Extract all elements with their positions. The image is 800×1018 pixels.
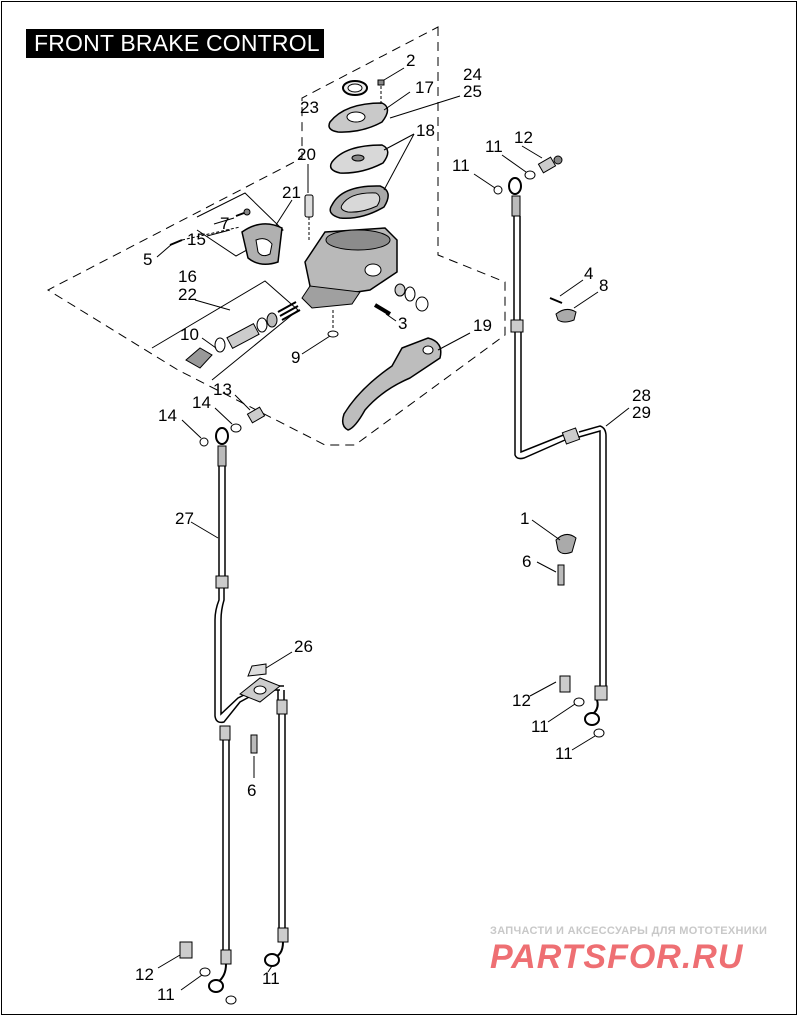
callout-20: 20: [297, 145, 316, 164]
part-6-bolt-right: [557, 564, 565, 586]
part-11-washer-right: [573, 697, 585, 707]
callout-22: 22: [178, 285, 197, 304]
part-19-lever: [341, 337, 442, 431]
part-11-washer-right2: [593, 728, 605, 738]
part-9-oring: [327, 310, 339, 338]
part-11-washer-top2: [493, 185, 503, 195]
callout-1: 1: [520, 509, 529, 528]
part-12-bolt-right: [559, 675, 571, 693]
part-11-washer-left2: [225, 995, 237, 1005]
callout-7: 7: [220, 214, 229, 233]
callout-11-left2: 11: [262, 969, 280, 988]
callout-12-top: 12: [514, 128, 533, 147]
callout-9: 9: [291, 348, 300, 367]
callout-15: 15: [187, 230, 206, 249]
watermark-brand: PARTSFOR.RU: [490, 938, 744, 976]
sub-boundary-15: [196, 192, 284, 257]
part-18-plate: [329, 144, 389, 174]
left-hose-assembly: [208, 427, 289, 993]
master-cylinder-body: [301, 227, 398, 309]
callout-11-left: 11: [157, 985, 175, 1004]
title-bar: FRONT BRAKE CONTROL: [26, 29, 324, 58]
part-14-washer2: [199, 437, 209, 447]
callout-21: 21: [282, 183, 301, 202]
callout-8: 8: [599, 276, 608, 295]
callout-10: 10: [180, 325, 199, 344]
part-17-cover: [328, 102, 389, 133]
callout-14: 14: [192, 393, 211, 412]
part-7-screw: [235, 208, 251, 217]
part-18-diaphragm: [329, 185, 389, 220]
callout-3: 3: [398, 314, 407, 333]
callout-11-top2: 11: [452, 156, 470, 175]
part-21-clamp: [241, 223, 283, 265]
leader-lines: [156, 67, 630, 991]
callout-12-left: 12: [135, 965, 154, 984]
part-12-bolt-left: [179, 941, 193, 959]
callout-6-left: 6: [247, 781, 256, 800]
assembly-dashed-boundary: [46, 26, 506, 446]
part-4-screw: [549, 297, 563, 304]
callout-5: 5: [143, 250, 152, 269]
callout-14b: 14: [158, 406, 177, 425]
callout-12-right: 12: [512, 691, 531, 710]
callout-19: 19: [473, 316, 492, 335]
part-13-bolt: [246, 406, 266, 424]
callout-13: 13: [213, 380, 232, 399]
callout-11-right2: 11: [555, 744, 573, 763]
part-11-washer-left: [199, 967, 211, 977]
part-20-pin: [304, 194, 314, 240]
part-23-ring: [342, 80, 368, 96]
callout-26: 26: [294, 637, 313, 656]
callout-6-right: 6: [522, 552, 531, 571]
callout-27: 27: [175, 509, 194, 528]
brake-switch-rings: [394, 283, 429, 312]
part-11-washer-top: [524, 170, 536, 180]
callout-29: 29: [632, 403, 651, 422]
upper-right-hose: [508, 177, 608, 726]
page-title: FRONT BRAKE CONTROL: [34, 30, 320, 56]
callout-16: 16: [178, 267, 197, 286]
part-22-piston-kit: [185, 301, 301, 369]
callout-11-top: 11: [485, 137, 503, 156]
callout-24: 24: [463, 65, 482, 84]
callout-11-right: 11: [531, 717, 549, 736]
part-2-screw: [377, 79, 385, 104]
callout-4: 4: [584, 264, 593, 283]
callout-18: 18: [416, 121, 435, 140]
callout-17: 17: [415, 78, 434, 97]
part-12-bolt-top: [537, 155, 563, 174]
part-1-clip: [555, 534, 577, 555]
sub-boundary-16: [151, 280, 299, 381]
callout-23: 23: [300, 98, 319, 117]
part-6-bolt-left: [250, 734, 258, 754]
callout-28: 28: [632, 386, 651, 405]
callout-25: 25: [463, 82, 482, 101]
part-14-washer: [230, 423, 242, 433]
callout-2: 2: [406, 51, 415, 70]
watermark-tagline: ЗАПЧАСТИ И АКСЕССУАРЫ ДЛЯ МОТОТЕХНИКИ: [490, 925, 767, 937]
part-8-clamp: [555, 308, 577, 323]
part-3-screw: [373, 303, 392, 316]
part-26-junction: [239, 663, 281, 703]
